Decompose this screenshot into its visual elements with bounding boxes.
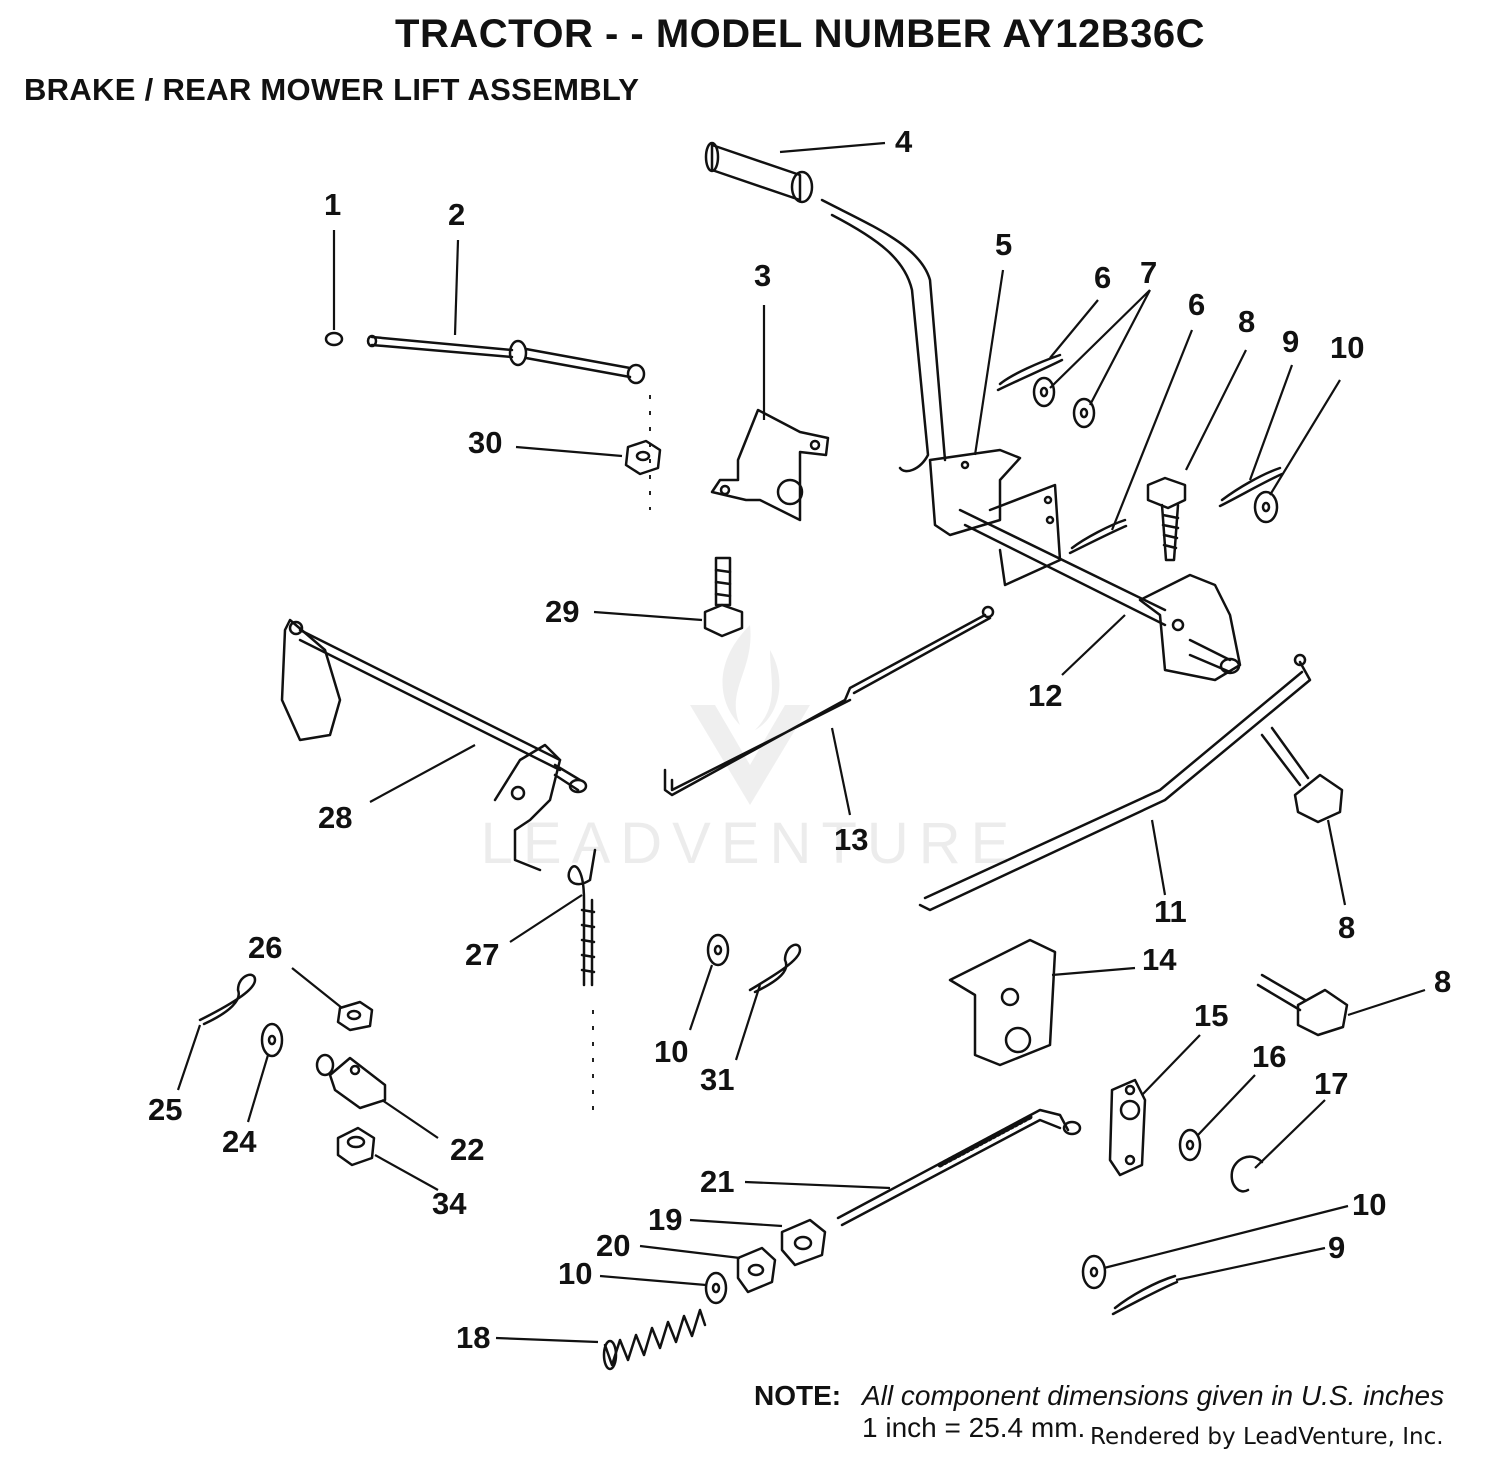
part-5-12-shaft-assembly bbox=[928, 448, 1242, 682]
part-24-washer bbox=[260, 1022, 284, 1058]
callout-30: 30 bbox=[468, 425, 502, 460]
callout-15: 15 bbox=[1194, 998, 1228, 1033]
part-13-rod bbox=[663, 605, 995, 797]
part-11-rod bbox=[918, 653, 1312, 912]
part-10-washer-c bbox=[704, 1271, 728, 1305]
part-16-washer bbox=[1178, 1128, 1202, 1162]
part-9-cotter-pin bbox=[1218, 466, 1284, 508]
part-19-nut bbox=[780, 1218, 827, 1267]
callout-34: 34 bbox=[432, 1186, 467, 1221]
callout-24: 24 bbox=[222, 1124, 257, 1159]
flame-icon bbox=[690, 625, 810, 805]
part-30-nut bbox=[624, 439, 662, 476]
part-9-cotter-pin-b bbox=[1111, 1274, 1179, 1316]
callout-10: 10 bbox=[1352, 1187, 1386, 1222]
part-28-rock-shaft bbox=[280, 618, 588, 872]
callout-11: 11 bbox=[1154, 894, 1187, 929]
callout-25: 25 bbox=[148, 1092, 182, 1127]
part-10-washer-d bbox=[1081, 1254, 1107, 1290]
part-25-hair-pin bbox=[198, 973, 257, 1026]
callout-26: 26 bbox=[248, 930, 282, 965]
watermark-logo: LEADVENTURE bbox=[470, 610, 1030, 880]
part-8-bolt-b bbox=[1260, 726, 1344, 824]
part-21-rod bbox=[836, 1108, 1082, 1227]
callout-4: 4 bbox=[895, 124, 913, 159]
callout-9: 9 bbox=[1328, 1230, 1345, 1265]
part-7-washer bbox=[1032, 376, 1096, 429]
callout-27: 27 bbox=[465, 937, 499, 972]
callout-1: 1 bbox=[324, 187, 341, 222]
part-18-spring bbox=[602, 1308, 707, 1371]
callout-31: 31 bbox=[700, 1062, 734, 1097]
note-conversion-text: 1 inch = 25.4 mm. bbox=[862, 1412, 1086, 1443]
callout-9: 9 bbox=[1282, 324, 1299, 359]
callout-8: 8 bbox=[1238, 304, 1255, 339]
callout-13: 13 bbox=[834, 822, 868, 857]
watermark-text: LEADVENTURE bbox=[480, 811, 1020, 876]
callout-7: 7 bbox=[1140, 255, 1157, 290]
rendered-by-credit: Rendered by LeadVenture, Inc. bbox=[1090, 1424, 1444, 1450]
part-20-nut bbox=[736, 1246, 777, 1294]
part-6-cotter-pin bbox=[996, 353, 1064, 392]
part-10-washer-b bbox=[706, 933, 730, 967]
callout-14: 14 bbox=[1142, 942, 1177, 977]
part-26-nut bbox=[336, 1000, 374, 1032]
diagram-title: TRACTOR - - MODEL NUMBER AY12B36C bbox=[395, 12, 1205, 56]
callout-21: 21 bbox=[700, 1164, 734, 1199]
part-27-hook-bolt bbox=[567, 848, 597, 987]
callout-16: 16 bbox=[1252, 1039, 1286, 1074]
part-10-washer bbox=[1253, 490, 1279, 524]
callout-5: 5 bbox=[995, 227, 1012, 262]
callout-2: 2 bbox=[448, 197, 465, 232]
part-6-cotter-pin-b bbox=[1068, 518, 1128, 555]
callout-10: 10 bbox=[558, 1256, 592, 1291]
part-1-pin bbox=[324, 331, 344, 347]
callout-22: 22 bbox=[450, 1132, 484, 1167]
part-15-link bbox=[1108, 1078, 1147, 1177]
callout-8: 8 bbox=[1338, 910, 1355, 945]
callout-29: 29 bbox=[545, 594, 579, 629]
callout-3: 3 bbox=[754, 258, 771, 293]
part-8-bolt-c bbox=[1256, 973, 1349, 1037]
part-14-bracket bbox=[948, 938, 1057, 1067]
callout-6: 6 bbox=[1094, 260, 1111, 295]
part-34-nut bbox=[336, 1126, 376, 1167]
callout-10: 10 bbox=[1330, 330, 1364, 365]
callout-8: 8 bbox=[1434, 964, 1451, 999]
note-label: NOTE: bbox=[754, 1380, 842, 1411]
part-31-hair-pin bbox=[748, 943, 802, 994]
callout-28: 28 bbox=[318, 800, 352, 835]
note-dimensions-text: All component dimensions given in U.S. i… bbox=[862, 1380, 1445, 1411]
callout-17: 17 bbox=[1314, 1066, 1348, 1101]
part-4-handle bbox=[704, 141, 947, 473]
callout-6: 6 bbox=[1188, 287, 1205, 322]
callout-19: 19 bbox=[648, 1202, 682, 1237]
callout-10: 10 bbox=[654, 1034, 688, 1069]
callout-labels: 1 2 3 4 5 6 7 6 8 9 10 30 29 12 28 13 11… bbox=[148, 124, 1451, 1355]
diagram-subtitle: BRAKE / REAR MOWER LIFT ASSEMBLY bbox=[24, 72, 640, 107]
callout-18: 18 bbox=[456, 1320, 490, 1355]
part-22-ferrule bbox=[315, 1053, 387, 1110]
callout-12: 12 bbox=[1028, 678, 1062, 713]
leader-lines bbox=[176, 141, 1426, 1344]
part-3-bracket bbox=[710, 408, 830, 522]
part-2-rod bbox=[366, 334, 646, 385]
part-17-clip bbox=[1230, 1155, 1264, 1193]
part-8-bolt bbox=[1146, 476, 1187, 562]
part-29-bolt bbox=[703, 556, 744, 638]
callout-20: 20 bbox=[596, 1228, 630, 1263]
